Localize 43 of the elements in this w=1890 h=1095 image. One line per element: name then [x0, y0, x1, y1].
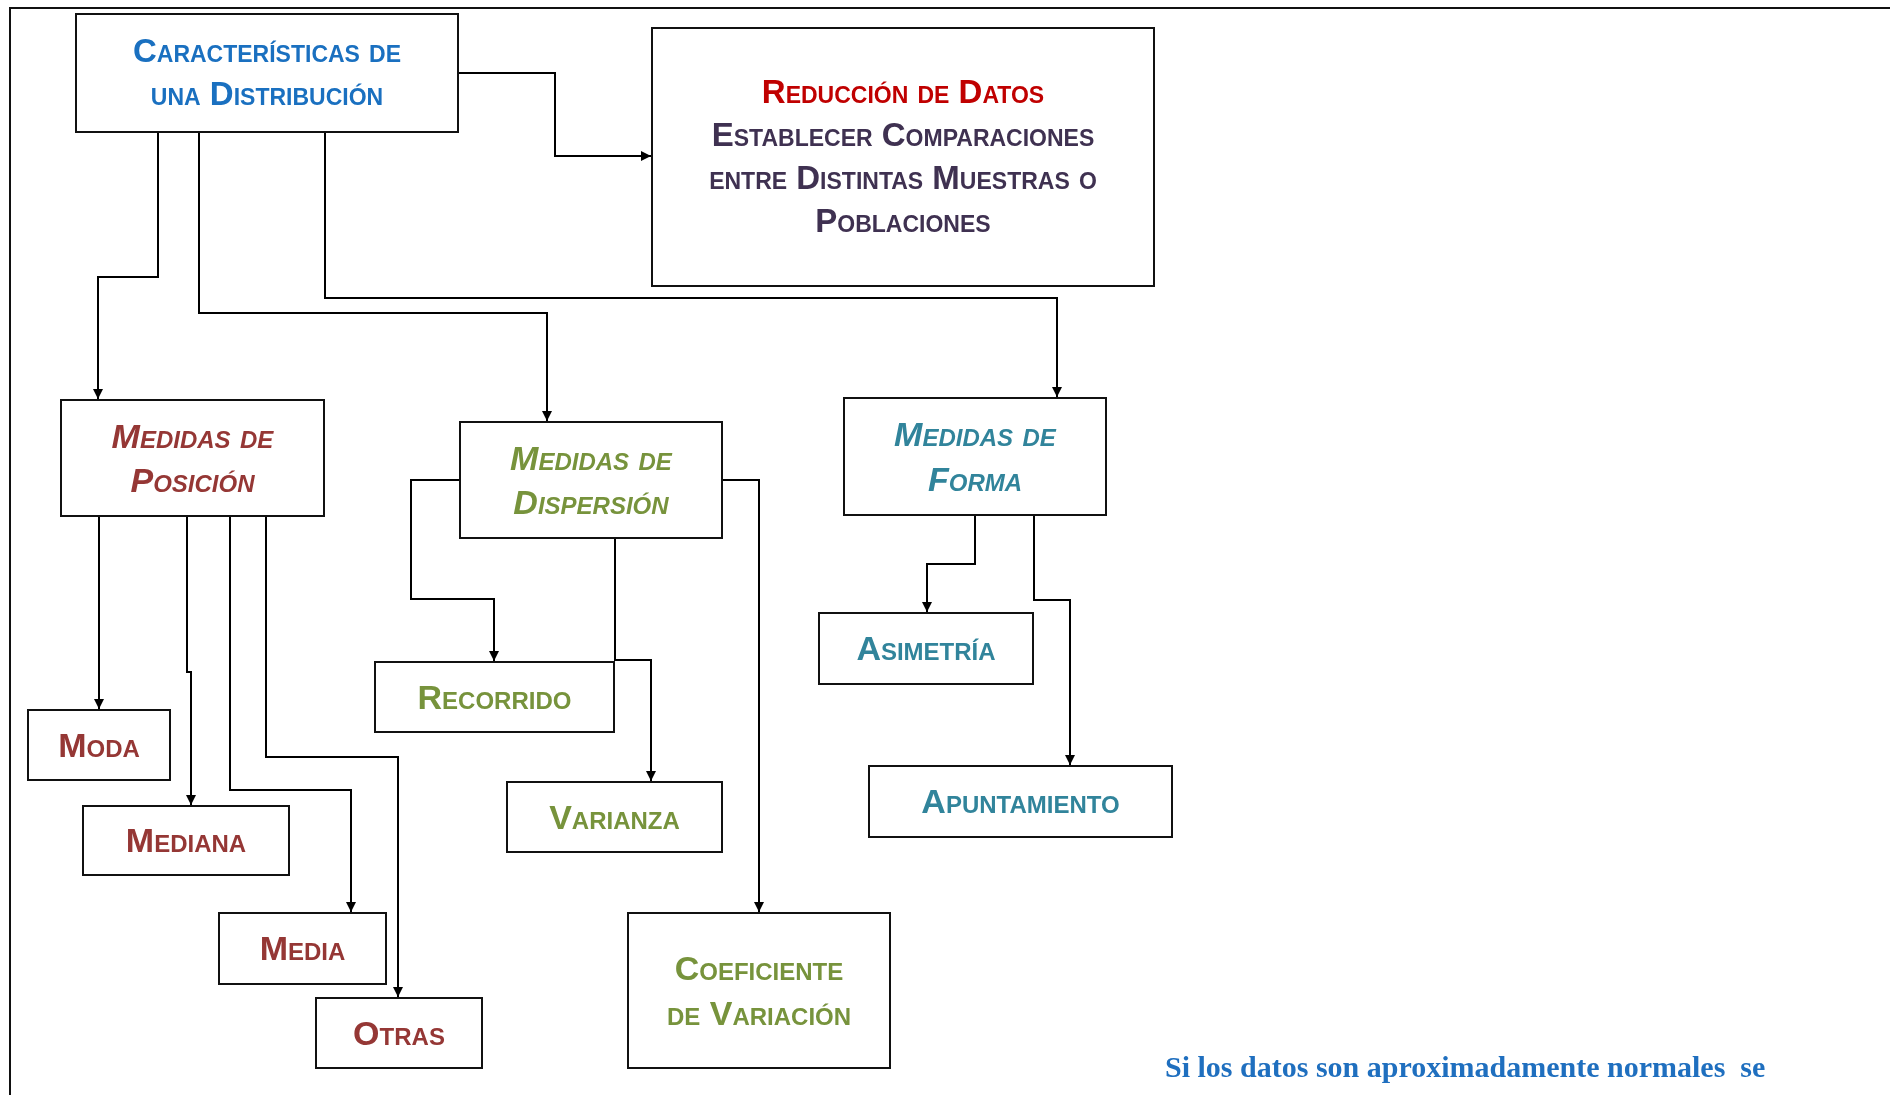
arrow [614, 538, 656, 782]
arrow [458, 72, 652, 161]
arrow [186, 516, 196, 806]
box-title: Moda [58, 724, 140, 766]
box-title: Apuntamiento [921, 781, 1120, 823]
concept-box [506, 781, 723, 853]
arrow [324, 132, 1062, 398]
arrow [722, 479, 764, 913]
arrow [410, 479, 499, 662]
box-title: Medidas de Dispersión [509, 437, 674, 523]
box-title: Mediana [125, 820, 247, 862]
concept-box [374, 661, 615, 733]
arrow [922, 515, 976, 613]
box-title: Características de una Distribución [131, 31, 403, 114]
concept-box [843, 397, 1107, 516]
concept-box [315, 997, 483, 1069]
arrow [94, 516, 104, 710]
concept-box [651, 27, 1155, 287]
concept-box [818, 612, 1034, 685]
box-title: Coeficiente de Variación [665, 948, 853, 1034]
concept-box [75, 13, 459, 133]
concept-box [218, 912, 387, 985]
box-text: Establecer Comparaciones entre Distintas Muestras o Poblaciones [708, 115, 1098, 241]
box-title: Reducción de Datos [761, 72, 1045, 113]
box-title: Varianza [549, 796, 680, 838]
arrow [198, 132, 552, 422]
concept-box [868, 765, 1173, 838]
concept-box [627, 912, 891, 1069]
box-title: Otras [353, 1012, 445, 1054]
box-title: Asimetría [856, 628, 996, 670]
arrow [229, 516, 356, 913]
concept-box [60, 399, 325, 517]
concept-box [459, 421, 723, 539]
box-title: Medidas de Posición [110, 415, 275, 501]
note-text: Si los datos son aproximadamente normales se [1165, 1050, 1766, 1084]
concept-box [27, 709, 171, 781]
box-title: Medidas de Forma [893, 414, 1058, 500]
arrow [1033, 515, 1075, 766]
concept-box [82, 805, 290, 876]
box-title: Media [259, 928, 346, 970]
arrow [265, 516, 403, 998]
box-title: Recorrido [417, 676, 572, 718]
arrow [93, 132, 159, 400]
